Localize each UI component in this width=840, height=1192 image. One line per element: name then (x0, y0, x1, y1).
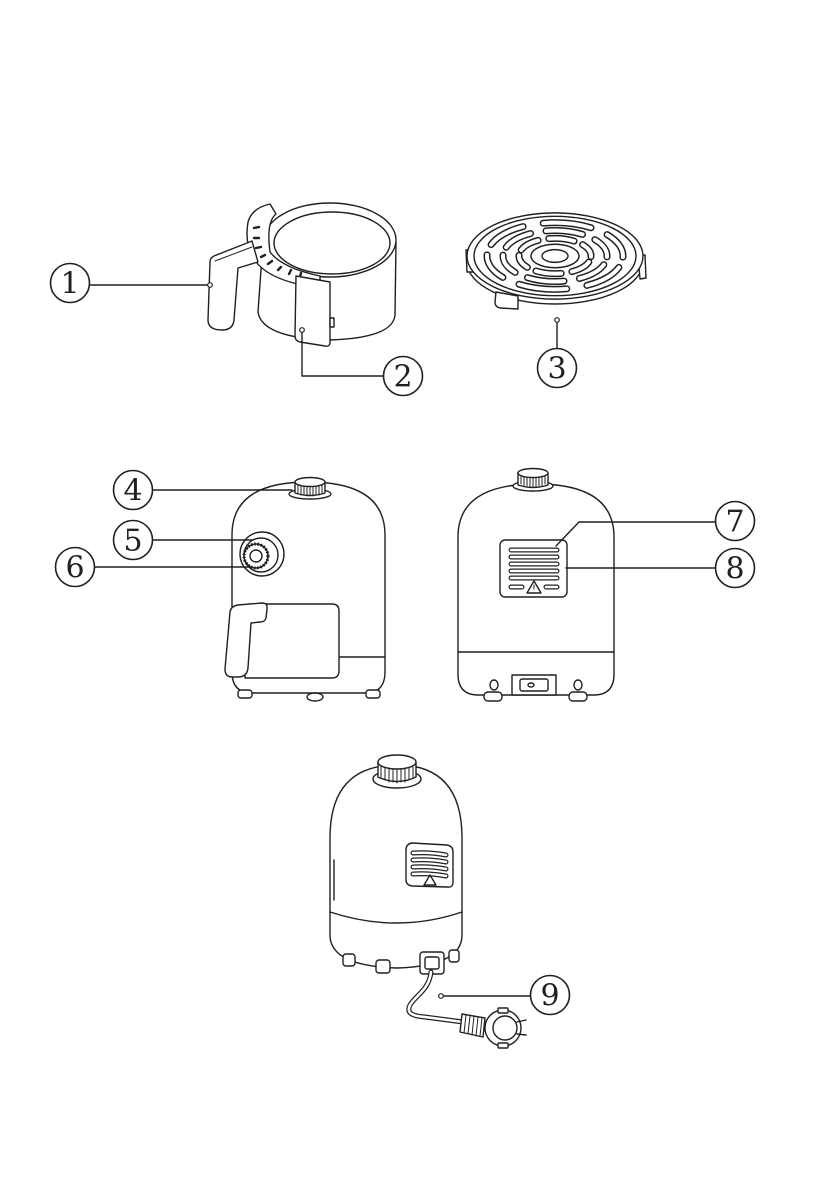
grill-plate-top (467, 213, 643, 299)
basket-front-plate (295, 276, 330, 346)
callout-2-anchor-dot (300, 328, 305, 333)
callout-3-anchor-dot (555, 318, 560, 323)
callout-1-number: 1 (60, 267, 79, 302)
callout-5: 5 (114, 521, 253, 560)
callout-4-number: 4 (123, 474, 142, 509)
callout-9-anchor-dot (439, 994, 444, 999)
callout-6: 6 (56, 548, 251, 587)
front-foot-left (238, 690, 252, 698)
basket-inner-rim (274, 212, 390, 274)
persp-foot-front (376, 960, 390, 973)
persp-foot-right (449, 950, 459, 962)
dial-knob-center (250, 550, 262, 562)
persp-foot-left (343, 954, 355, 966)
back-foot-left (484, 692, 502, 701)
callout-3: 3 (538, 318, 577, 388)
callout-7-number: 7 (725, 505, 744, 540)
callout-2-number: 2 (393, 360, 412, 395)
back-knob-top (518, 469, 548, 478)
front-foot-right (366, 690, 380, 698)
fryer-front-view (225, 478, 385, 702)
front-knob-top (295, 478, 325, 487)
callout-8-number: 8 (725, 552, 744, 587)
callout-1: 1 (51, 264, 213, 303)
plug-ground-clip-top (498, 1008, 508, 1013)
grill-hub-inner (542, 250, 568, 263)
grill-plate (466, 213, 646, 309)
back-foot-right (569, 692, 587, 701)
callout-6-number: 6 (65, 551, 84, 586)
fryer-basket (208, 203, 396, 346)
fryer-perspective-view (330, 755, 526, 1048)
front-foot-center (307, 693, 323, 701)
persp-knob-top (378, 755, 416, 769)
basket-side-tab (330, 318, 334, 327)
callout-3-number: 3 (547, 352, 566, 387)
callout-5-number: 5 (123, 524, 142, 559)
plug-ground-clip-bottom (498, 1043, 508, 1048)
callout-1-anchor-dot (208, 283, 213, 288)
callout-9-number: 9 (540, 979, 559, 1014)
fryer-back-view (458, 469, 614, 702)
plug-body (485, 1010, 521, 1046)
